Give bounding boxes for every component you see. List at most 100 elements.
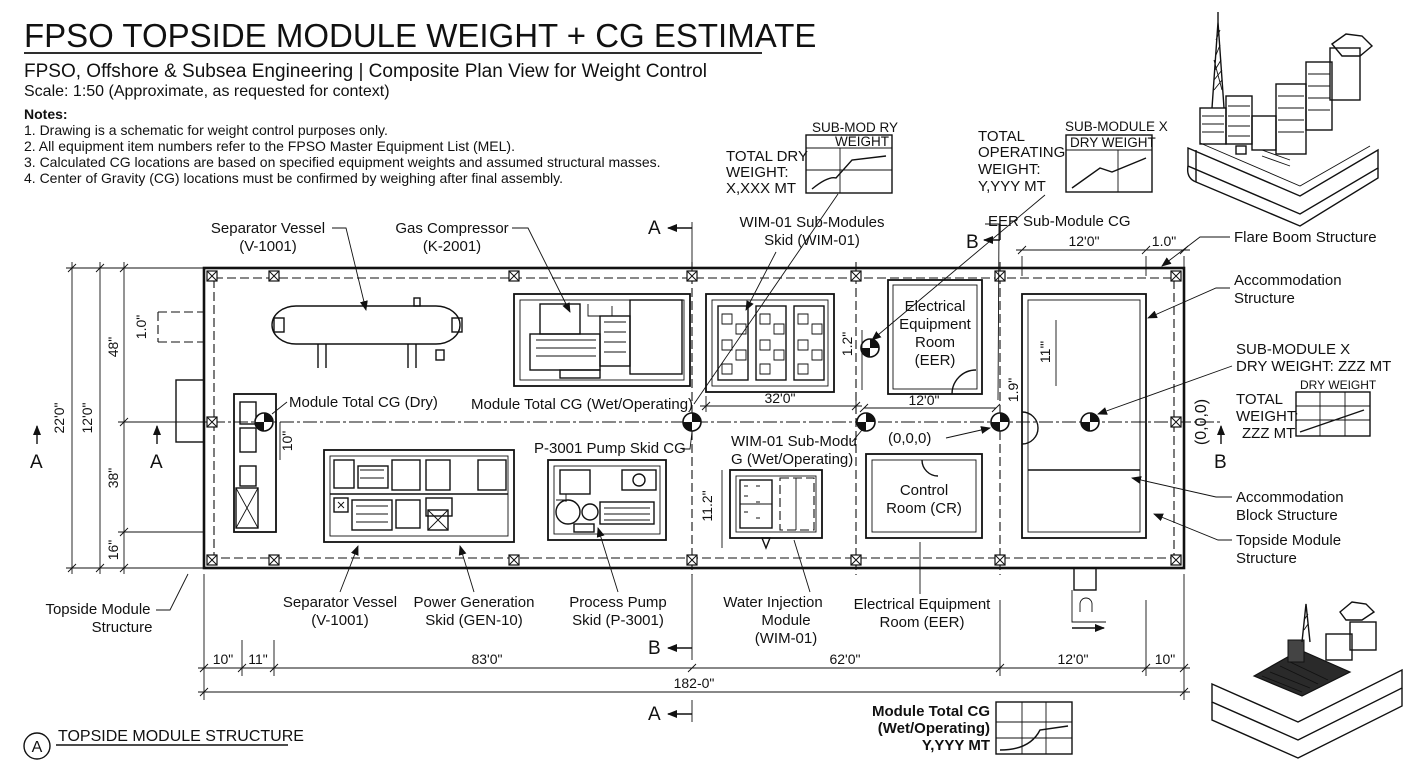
label-eer-cg: EER Sub-Module CG bbox=[988, 213, 1131, 230]
label-separator-bottom-2: (V-1001) bbox=[311, 612, 369, 629]
section-b-top: B bbox=[966, 232, 979, 253]
dim-seg-10b: 10" bbox=[1155, 651, 1176, 667]
label-accom-block-1: Accommodation bbox=[1236, 489, 1344, 506]
footer-title: TOPSIDE MODULE STRUCTURE bbox=[58, 728, 304, 745]
label-submodule-x-1: SUB-MODULE X bbox=[1236, 341, 1350, 358]
control-room: Control Room (CR) bbox=[865, 453, 983, 539]
submodule-x-total-2: WEIGHT: bbox=[1236, 408, 1299, 425]
op-weight-l1: TOTAL bbox=[978, 128, 1025, 145]
label-topside-left-1: Topside Module bbox=[45, 601, 150, 618]
electrical-equipment-room: Electrical Equipment Room (EER) bbox=[887, 279, 983, 395]
drawing-title: FPSO TOPSIDE MODULE WEIGHT + CG ESTIMATE bbox=[24, 17, 816, 54]
dim-seg-10a: 10" bbox=[213, 651, 234, 667]
fpso-isometric-top bbox=[1186, 12, 1379, 227]
label-accommodation-2: Structure bbox=[1234, 290, 1295, 307]
power-generation-skid bbox=[323, 449, 515, 543]
dim-top-1: 1.0" bbox=[1152, 233, 1176, 249]
dry-weight-header2: WEIGHT bbox=[835, 134, 889, 149]
op-weight-header1: SUB-MODULE X bbox=[1065, 119, 1168, 134]
label-separator-top-2: (V-1001) bbox=[239, 238, 297, 255]
notes-heading: Notes: bbox=[24, 106, 68, 122]
eer-room-label-4: (EER) bbox=[915, 352, 956, 369]
section-a-left: A bbox=[30, 452, 43, 473]
submodule-x-total-1: TOTAL bbox=[1236, 391, 1283, 408]
dim-left-48: 48" bbox=[105, 337, 121, 358]
label-water-inj-3: (WIM-01) bbox=[755, 630, 818, 647]
label-module-cg-wet: Module Total CG (Wet/Operating) bbox=[471, 396, 693, 413]
water-injection-module bbox=[729, 469, 823, 550]
eer-room-label-1: Electrical bbox=[905, 298, 966, 315]
label-process-pump-2: Skid (P-3001) bbox=[572, 612, 664, 629]
op-weight-l3: WEIGHT: bbox=[978, 161, 1041, 178]
dry-weight-l2: WEIGHT: bbox=[726, 164, 789, 181]
dim-seg-83: 83'0" bbox=[471, 651, 502, 667]
cg-origin bbox=[990, 412, 1010, 432]
note-2: 2. All equipment item numbers refer to t… bbox=[24, 138, 515, 154]
dim-seg-11: 11" bbox=[248, 651, 268, 667]
label-wim-wet-1: WIM-01 Sub-Modu bbox=[731, 433, 857, 450]
label-water-inj-1: Water Injection bbox=[723, 594, 823, 611]
accommodation-block bbox=[1021, 293, 1147, 632]
dim-left-38: 38" bbox=[105, 468, 121, 489]
note-1: 1. Drawing is a schematic for weight con… bbox=[24, 122, 388, 138]
dim-left-12: 12'0" bbox=[79, 402, 95, 433]
dim-11: 11'" bbox=[1037, 341, 1053, 363]
section-b-bottom: B bbox=[648, 638, 661, 659]
dry-weight-header1: SUB-MOD RY bbox=[812, 120, 898, 135]
wim-sub-modules-skid bbox=[705, 293, 835, 393]
op-weight-l2: OPERATING bbox=[978, 144, 1065, 161]
op-weight-l4: Y,YYY MT bbox=[978, 178, 1046, 195]
dim-seg-12b: 12'0" bbox=[1057, 651, 1088, 667]
dim-overall: 182-0" bbox=[674, 675, 715, 691]
control-room-label-1: Control bbox=[900, 482, 948, 499]
equipment-labels: Separator Vessel (V-1001) Gas Compressor… bbox=[45, 193, 1391, 647]
drawing-scale: Scale: 1:50 (Approximate, as requested f… bbox=[24, 83, 390, 100]
label-topside-right-2: Structure bbox=[1236, 550, 1297, 567]
cg-markers bbox=[254, 338, 1100, 432]
label-eer-bottom-2: Room (EER) bbox=[879, 614, 964, 631]
total-operating-weight-box: TOTAL OPERATING WEIGHT: Y,YYY MT SUB-MOD… bbox=[978, 119, 1168, 195]
label-origin-mid: (0,0,0) bbox=[888, 430, 931, 447]
label-wim-top-2: Skid (WIM-01) bbox=[764, 232, 860, 249]
label-process-pump-1: Process Pump bbox=[569, 594, 667, 611]
label-topside-right-1: Topside Module bbox=[1236, 532, 1341, 549]
label-wim-top-1: WIM-01 Sub-Modules bbox=[739, 214, 884, 231]
cg-box-l3: Y,YYY MT bbox=[922, 737, 990, 754]
section-a-top: A bbox=[648, 218, 661, 239]
label-p3001-cg: P-3001 Pump Skid CG bbox=[534, 440, 686, 457]
label-module-cg-dry: Module Total CG (Dry) bbox=[289, 394, 438, 411]
cg-submodule-x bbox=[1080, 412, 1100, 432]
label-gas-compressor-1: Gas Compressor bbox=[395, 220, 508, 237]
module-total-cg-box: Module Total CG (Wet/Operating) Y,YYY MT bbox=[872, 701, 1073, 755]
note-4: 4. Center of Gravity (CG) locations must… bbox=[24, 170, 563, 186]
dim-1-2: 1.2" bbox=[839, 332, 855, 356]
dry-weight-curve bbox=[811, 155, 887, 190]
fpso-isometric-bottom bbox=[1211, 601, 1403, 759]
dim-11-2: 11.2" bbox=[699, 490, 715, 521]
dim-left-16: 16" bbox=[105, 540, 121, 561]
cg-box-l1: Module Total CG bbox=[872, 703, 990, 720]
cg-module-total-wet bbox=[682, 412, 702, 432]
label-power-gen-2: Skid (GEN-10) bbox=[425, 612, 523, 629]
eer-room-label-2: Equipment bbox=[899, 316, 972, 333]
gas-compressor-skid bbox=[513, 293, 691, 387]
dry-weight-l3: X,XXX MT bbox=[726, 180, 796, 197]
cg-module-total-dry bbox=[254, 412, 274, 432]
op-weight-curve bbox=[1071, 157, 1147, 189]
dry-weight-l1: TOTAL DRY bbox=[726, 148, 808, 165]
dim-1-0: 1.0" bbox=[133, 315, 149, 339]
label-submodule-x-2: DRY WEIGHT: ZZZ MT bbox=[1236, 358, 1391, 375]
process-pump-skid bbox=[547, 459, 667, 541]
label-water-inj-2: Module bbox=[761, 612, 810, 629]
dim-12c: 12'0" bbox=[908, 392, 939, 408]
submodule-x-table-header: DRY WEIGHT bbox=[1300, 378, 1377, 392]
footer-circle-letter: A bbox=[32, 739, 43, 756]
eer-room-label-3: Room bbox=[915, 334, 955, 351]
dim-10-inner: 10" bbox=[279, 431, 295, 452]
dim-left-22: 22'0" bbox=[51, 402, 67, 433]
label-power-gen-1: Power Generation bbox=[414, 594, 535, 611]
dimension-lines: 10" 11" 83'0" 62'0" 12'0" 10" 182-0" 22'… bbox=[51, 233, 1190, 700]
label-accom-block-2: Block Structure bbox=[1236, 507, 1338, 524]
label-accommodation-1: Accommodation bbox=[1234, 272, 1342, 289]
